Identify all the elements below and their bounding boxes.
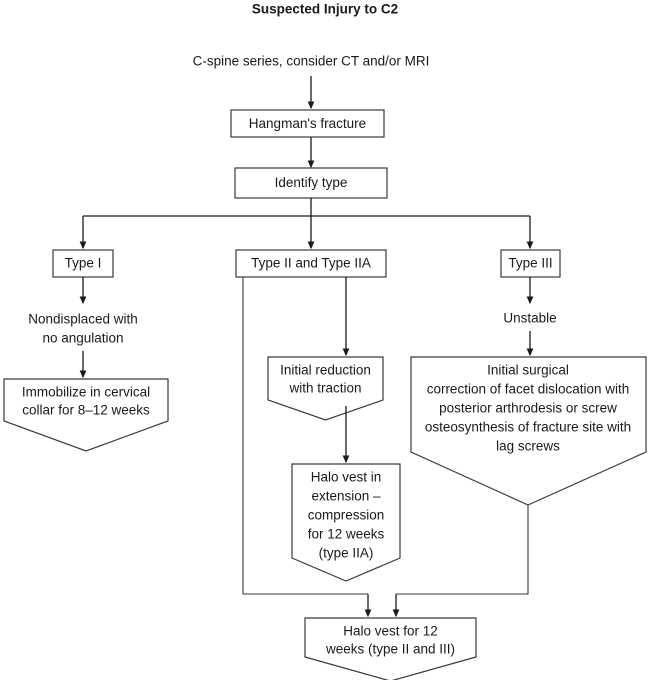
node-type3-surgery-line1: Initial surgical [487, 363, 569, 378]
node-intake-label: C-spine series, consider CT and/or MRI [193, 54, 430, 69]
node-type3-surgery-line4: osteosynthesis of fracture site with [425, 420, 631, 435]
node-type2-halo-shape [291, 463, 401, 582]
node-type2-label: Type II and Type IIA [251, 256, 371, 271]
node-identify-label: Identify type [275, 175, 348, 190]
node-type2-reduction-line2: with traction [288, 381, 361, 396]
node-diagnosis-box [230, 109, 385, 138]
node-type2-halo-line1: Halo vest in [311, 470, 382, 485]
connector-surgery-to-bottom-bus [396, 505, 529, 595]
node-type2-halo-line2: extension – [311, 489, 381, 504]
node-type3-label: Type III [508, 256, 552, 271]
node-type3-box [500, 249, 561, 278]
node-type1-desc-line1: Nondisplaced with [28, 312, 138, 327]
node-type1-treatment-line2: collar for 8–12 weeks [22, 403, 150, 418]
node-type3-surgery-line3: posterior arthrodesis or screw [439, 401, 617, 416]
node-type2-reduction-shape [267, 356, 384, 421]
node-type3-surgery-line5: lag screws [496, 439, 560, 454]
node-type2-reduction-line1: Initial reduction [280, 363, 371, 378]
node-type1-desc-line2: no angulation [42, 331, 123, 346]
node-type3-surgery-shape [410, 356, 647, 506]
node-diagnosis-label: Hangman's fracture [249, 116, 366, 131]
node-type3-surgery-line2: correction of facet dislocation with [427, 382, 630, 397]
connector-type2-left-bypass [242, 277, 368, 595]
node-type2-halo-line3: compression [308, 508, 385, 523]
node-type2-box [235, 249, 387, 278]
node-type1-box [52, 249, 114, 278]
node-identify-box [234, 167, 388, 199]
node-outcome-line2: weeks (type II and III) [325, 642, 455, 657]
node-type1-treatment-line1: Immobilize in cervical [22, 385, 150, 400]
node-outcome-shape [304, 617, 477, 680]
node-type1-treatment-shape [3, 378, 169, 452]
node-type2-halo-line4: for 12 weeks [308, 527, 385, 542]
node-type3-desc-label: Unstable [503, 311, 556, 326]
node-type2-halo-line5: (type IIA) [319, 546, 374, 561]
chart-title: Suspected Injury to C2 [252, 2, 398, 17]
node-outcome-line1: Halo vest for 12 [343, 624, 438, 639]
node-type1-label: Type I [65, 256, 102, 271]
